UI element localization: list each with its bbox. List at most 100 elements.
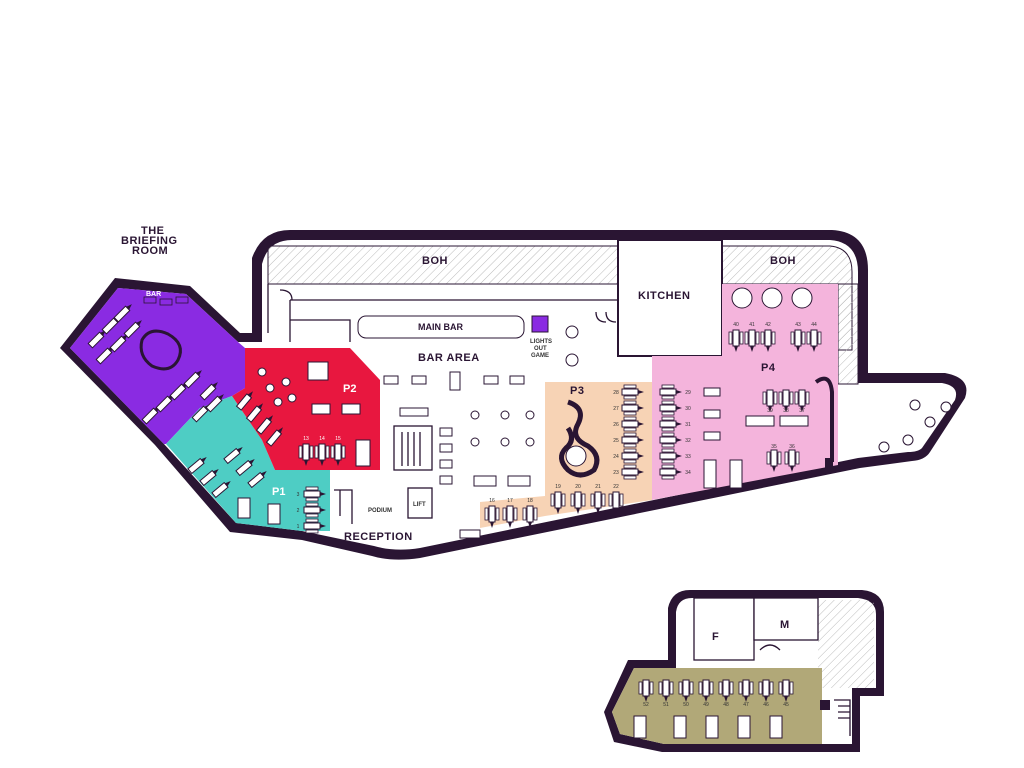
patio-tables — [878, 399, 952, 453]
table-50[interactable] — [678, 679, 694, 702]
table-306[interactable] — [399, 407, 429, 417]
p2-diag-booth[interactable] — [265, 425, 286, 447]
table-22[interactable] — [608, 491, 624, 514]
table-43[interactable] — [790, 329, 806, 352]
table-37[interactable] — [794, 389, 810, 412]
table-41[interactable] — [744, 329, 760, 352]
lower-table[interactable] — [769, 715, 783, 739]
table-36[interactable] — [784, 449, 800, 472]
table-45[interactable] — [778, 679, 794, 702]
briefing-booth[interactable] — [123, 318, 144, 339]
table-1[interactable] — [303, 518, 326, 534]
table-number: 14 — [319, 436, 325, 442]
p1-diag-booth[interactable] — [211, 479, 233, 499]
table-18[interactable] — [522, 505, 538, 528]
table-311[interactable] — [483, 375, 499, 385]
table-48[interactable] — [718, 679, 734, 702]
briefing-booth[interactable] — [199, 380, 220, 401]
table-number: 3 — [297, 492, 300, 498]
p2-diag-booth[interactable] — [235, 389, 256, 411]
briefing-booth[interactable] — [183, 368, 204, 389]
table-304[interactable] — [439, 443, 453, 453]
table-29[interactable] — [659, 384, 682, 400]
table-44[interactable] — [806, 329, 822, 352]
table-312[interactable] — [509, 375, 525, 385]
bar-small-label: BAR — [146, 291, 161, 298]
table-27[interactable] — [621, 400, 644, 416]
table-14[interactable] — [314, 443, 330, 466]
lower-hatch — [818, 600, 874, 688]
table-40[interactable] — [728, 329, 744, 352]
table-804[interactable] — [909, 399, 921, 411]
p2-table-group — [235, 361, 371, 467]
lower-table[interactable] — [737, 715, 751, 739]
table-314[interactable] — [565, 325, 579, 339]
table-35[interactable] — [766, 449, 782, 472]
table-number: 25 — [613, 438, 619, 444]
p1-diag-booth[interactable] — [223, 445, 245, 465]
p3-round-table[interactable] — [565, 445, 587, 467]
table-310[interactable] — [449, 371, 461, 391]
table-16[interactable] — [484, 505, 500, 528]
p1-diag-booth[interactable] — [235, 457, 257, 477]
briefing-booth[interactable] — [113, 302, 134, 323]
table-2[interactable] — [303, 502, 326, 518]
lower-table[interactable] — [633, 715, 647, 739]
lower-table[interactable] — [673, 715, 687, 739]
p2-diag-booth[interactable] — [255, 413, 276, 435]
table-17[interactable] — [502, 505, 518, 528]
table-25[interactable] — [621, 432, 644, 448]
table-21[interactable] — [590, 491, 606, 514]
table-47[interactable] — [738, 679, 754, 702]
table-38[interactable] — [778, 389, 794, 412]
table-19[interactable] — [550, 491, 566, 514]
p1-diag-booth[interactable] — [247, 469, 269, 489]
table-802[interactable] — [924, 416, 936, 428]
table-313[interactable] — [565, 353, 579, 367]
door-arc-right — [595, 311, 617, 323]
table-number: 22 — [613, 484, 619, 490]
table-803[interactable] — [940, 401, 952, 413]
table-51[interactable] — [658, 679, 674, 702]
p2-diag-booth[interactable] — [245, 401, 266, 423]
briefing-booth[interactable] — [205, 392, 226, 413]
table-13[interactable] — [298, 443, 314, 466]
table-24[interactable] — [621, 448, 644, 464]
table-32[interactable] — [659, 432, 682, 448]
table-34[interactable] — [659, 464, 682, 480]
table-15[interactable] — [330, 443, 346, 466]
table-number: 27 — [613, 406, 619, 412]
table-52[interactable] — [638, 679, 654, 702]
table-number: 29 — [685, 390, 691, 396]
table-801[interactable] — [902, 434, 914, 446]
table-308[interactable] — [383, 375, 399, 385]
table-number: 45 — [783, 702, 789, 708]
table-20[interactable] — [570, 491, 586, 514]
table-30[interactable] — [659, 400, 682, 416]
table-302[interactable] — [439, 475, 453, 485]
table-23[interactable] — [621, 464, 644, 480]
table-39[interactable] — [762, 389, 778, 412]
table-49[interactable] — [698, 679, 714, 702]
table-26[interactable] — [621, 416, 644, 432]
table-305[interactable] — [439, 427, 453, 437]
table-211[interactable] — [473, 475, 497, 487]
lower-table[interactable] — [705, 715, 719, 739]
p1-diag-booth[interactable] — [199, 467, 221, 487]
boh-left-label: BOH — [422, 255, 448, 267]
table-42[interactable] — [760, 329, 776, 352]
table-3[interactable] — [303, 486, 326, 502]
table-46[interactable] — [758, 679, 774, 702]
p1-diag-booth[interactable] — [187, 455, 209, 475]
table-33[interactable] — [659, 448, 682, 464]
table-28[interactable] — [621, 384, 644, 400]
briefing-table-group — [87, 296, 226, 425]
table-303[interactable] — [439, 459, 453, 469]
reception-label: RECEPTION — [344, 531, 413, 543]
lift-label: LIFT — [413, 502, 426, 508]
table-309[interactable] — [411, 375, 427, 385]
table-31[interactable] — [659, 416, 682, 432]
table-210[interactable] — [507, 475, 531, 487]
